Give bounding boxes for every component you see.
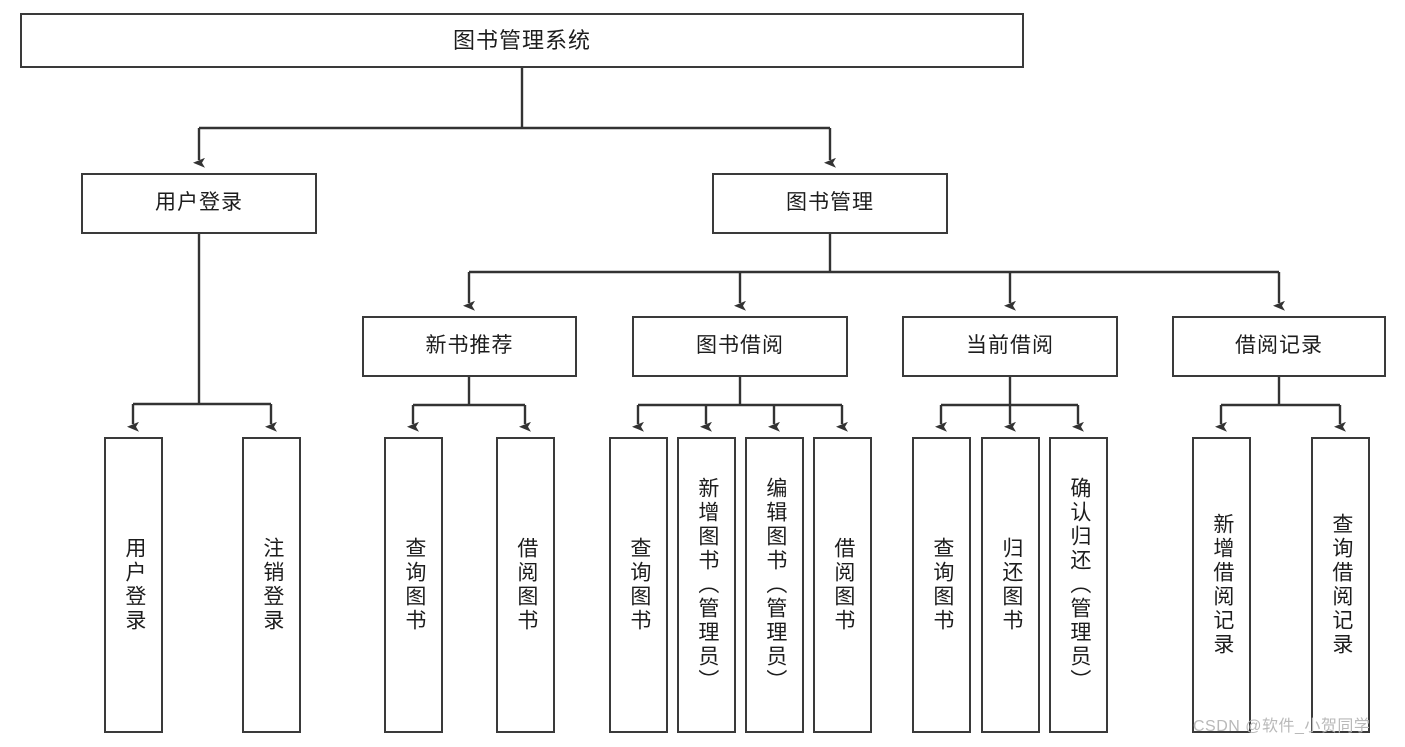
node-label: 新增借阅记录 bbox=[1210, 513, 1234, 657]
node-label: 新书推荐 bbox=[425, 334, 514, 358]
leaf-query-record[interactable]: 查询借阅记录 bbox=[1311, 437, 1370, 733]
node-label: 图书管理 bbox=[786, 191, 874, 215]
node-label: 查询借阅记录 bbox=[1329, 513, 1353, 657]
leaf-add-record[interactable]: 新增借阅记录 bbox=[1192, 437, 1251, 733]
node-label: 编辑图书（管理员） bbox=[763, 477, 787, 693]
node-book-borrow[interactable]: 图书借阅 bbox=[632, 316, 848, 377]
node-root-system[interactable]: 图书管理系统 bbox=[20, 13, 1024, 68]
leaf-borrow-book-2[interactable]: 借阅图书 bbox=[813, 437, 872, 733]
leaf-confirm-return[interactable]: 确认归还（管理员） bbox=[1049, 437, 1108, 733]
node-current-borrow[interactable]: 当前借阅 bbox=[902, 316, 1118, 377]
node-label: 确认归还（管理员） bbox=[1067, 477, 1091, 693]
leaf-edit-book[interactable]: 编辑图书（管理员） bbox=[745, 437, 804, 733]
node-user-login[interactable]: 用户登录 bbox=[81, 173, 317, 234]
node-label: 借阅图书 bbox=[514, 537, 538, 633]
node-label: 查询图书 bbox=[627, 537, 651, 633]
leaf-add-book[interactable]: 新增图书（管理员） bbox=[677, 437, 736, 733]
node-borrow-record[interactable]: 借阅记录 bbox=[1172, 316, 1386, 377]
leaf-query-book-2[interactable]: 查询图书 bbox=[609, 437, 668, 733]
node-label: 归还图书 bbox=[999, 537, 1023, 633]
node-label: 查询图书 bbox=[402, 537, 426, 633]
node-label: 当前借阅 bbox=[966, 334, 1054, 358]
node-label: 图书管理系统 bbox=[452, 27, 591, 53]
node-label: 用户登录 bbox=[122, 537, 146, 633]
node-label: 借阅记录 bbox=[1235, 334, 1323, 358]
leaf-logout[interactable]: 注销登录 bbox=[242, 437, 301, 733]
node-label: 借阅图书 bbox=[831, 537, 855, 633]
node-label: 查询图书 bbox=[930, 537, 954, 633]
leaf-borrow-book-1[interactable]: 借阅图书 bbox=[496, 437, 555, 733]
node-book-manage[interactable]: 图书管理 bbox=[712, 173, 948, 234]
leaf-user-login[interactable]: 用户登录 bbox=[104, 437, 163, 733]
node-label: 新增图书（管理员） bbox=[695, 477, 719, 693]
leaf-return-book[interactable]: 归还图书 bbox=[981, 437, 1040, 733]
leaf-query-book-1[interactable]: 查询图书 bbox=[384, 437, 443, 733]
leaf-query-book-3[interactable]: 查询图书 bbox=[912, 437, 971, 733]
node-label: 用户登录 bbox=[155, 191, 243, 215]
node-new-book-recommend[interactable]: 新书推荐 bbox=[362, 316, 577, 377]
node-label: 图书借阅 bbox=[696, 334, 784, 358]
node-label: 注销登录 bbox=[260, 537, 284, 633]
csdn-watermark: CSDN @软件_小贺同学 bbox=[1193, 718, 1371, 735]
